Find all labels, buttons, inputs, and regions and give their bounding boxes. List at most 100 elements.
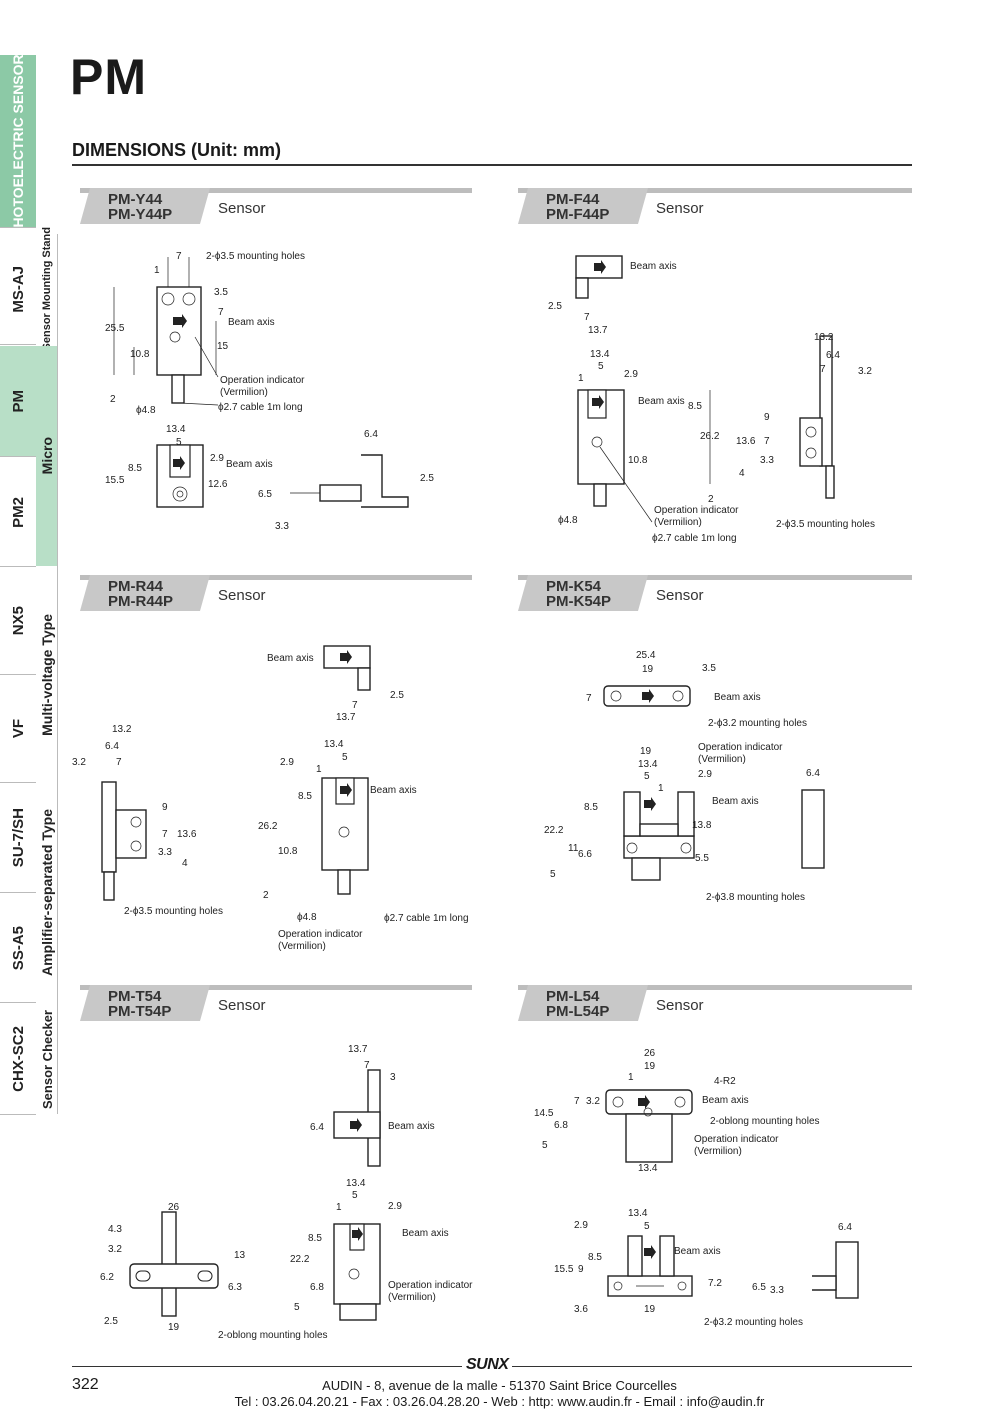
svg-text:2-ϕ3.8 mounting holes: 2-ϕ3.8 mounting holes: [706, 892, 805, 903]
page-title: PM: [70, 49, 147, 105]
svg-text:(Vermilion): (Vermilion): [698, 754, 746, 765]
svg-text:2.9: 2.9: [280, 757, 294, 768]
tab-su-7-sh[interactable]: SU-7/SH: [0, 784, 36, 893]
svg-text:13.4: 13.4: [638, 759, 658, 770]
svg-text:13.4: 13.4: [324, 739, 344, 750]
tab-pm[interactable]: PM: [0, 346, 36, 457]
svg-text:8.5: 8.5: [588, 1252, 602, 1263]
svg-text:7: 7: [218, 307, 224, 318]
svg-text:25.5: 25.5: [105, 323, 125, 334]
svg-text:Beam axis: Beam axis: [402, 1228, 449, 1239]
svg-text:6.5: 6.5: [752, 1282, 766, 1293]
svg-text:1: 1: [336, 1202, 342, 1213]
svg-text:3.6: 3.6: [574, 1304, 588, 1315]
svg-text:25.4: 25.4: [636, 650, 656, 661]
svg-text:5: 5: [294, 1302, 300, 1313]
tab-chx-sc2[interactable]: CHX-SC2: [0, 1004, 36, 1115]
svg-text:8.5: 8.5: [584, 802, 598, 813]
svg-text:Beam axis: Beam axis: [712, 796, 759, 807]
svg-text:13.4: 13.4: [638, 1163, 658, 1174]
svg-text:13.4: 13.4: [628, 1208, 648, 1219]
svg-text:2-oblong mounting holes: 2-oblong mounting holes: [218, 1330, 328, 1341]
tab-ss-a5[interactable]: SS-A5: [0, 894, 36, 1003]
svg-text:2.9: 2.9: [388, 1201, 402, 1212]
svg-text:12.6: 12.6: [208, 479, 228, 490]
svg-text:(Vermilion): (Vermilion): [694, 1146, 742, 1157]
svg-text:19: 19: [642, 664, 654, 675]
svg-text:2.5: 2.5: [390, 690, 404, 701]
svg-text:6.4: 6.4: [838, 1222, 852, 1233]
tab-pm2[interactable]: PM2: [0, 458, 36, 567]
svg-text:11: 11: [568, 843, 579, 854]
svg-text:2.5: 2.5: [420, 473, 434, 484]
svg-text:3.3: 3.3: [770, 1285, 784, 1296]
section-title: DIMENSIONS (Unit: mm): [72, 140, 281, 160]
svg-text:15.5: 15.5: [554, 1264, 574, 1275]
svg-text:2-ϕ3.5 mounting holes: 2-ϕ3.5 mounting holes: [206, 251, 305, 262]
tab-nx5[interactable]: NX5: [0, 568, 36, 675]
tab-photoelectric-sensors[interactable]: PHOTOELECTRIC SENSORS: [0, 45, 36, 237]
svg-text:26: 26: [644, 1048, 656, 1059]
svg-text:5: 5: [342, 752, 348, 763]
svg-text:6.4: 6.4: [826, 350, 840, 361]
svg-text:Operation indicator: Operation indicator: [654, 505, 739, 516]
svg-text:Operation indicator: Operation indicator: [698, 742, 783, 753]
svg-text:13.2: 13.2: [814, 332, 834, 343]
section-rule: [72, 164, 912, 166]
svg-text:2-ϕ3.2 mounting holes: 2-ϕ3.2 mounting holes: [704, 1317, 803, 1328]
svg-text:10.8: 10.8: [628, 455, 648, 466]
svg-text:5: 5: [352, 1190, 358, 1201]
svg-text:1: 1: [628, 1072, 634, 1083]
svg-text:8.5: 8.5: [688, 401, 702, 412]
svg-text:15.5: 15.5: [105, 475, 125, 486]
svg-text:4-R2: 4-R2: [714, 1076, 736, 1087]
svg-text:9: 9: [578, 1264, 584, 1275]
svg-text:(Vermilion): (Vermilion): [654, 517, 702, 528]
svg-text:2-ϕ3.2 mounting holes: 2-ϕ3.2 mounting holes: [708, 718, 807, 729]
tab-ms-aj[interactable]: MS-AJ: [0, 234, 36, 345]
svg-text:2.9: 2.9: [624, 369, 638, 380]
svg-text:ϕ2.7 cable 1m long: ϕ2.7 cable 1m long: [652, 533, 737, 544]
svg-text:Operation indicator: Operation indicator: [388, 1280, 473, 1291]
svg-text:6.2: 6.2: [100, 1272, 114, 1283]
svg-text:5: 5: [644, 1221, 650, 1232]
sunx-logo: SUNX: [462, 1356, 513, 1374]
svg-text:8.5: 8.5: [298, 791, 312, 802]
svg-text:6.5: 6.5: [258, 489, 272, 500]
group-micro: Micro: [36, 346, 58, 566]
svg-text:13.6: 13.6: [177, 829, 197, 840]
svg-text:26: 26: [168, 1202, 180, 1213]
svg-text:13.7: 13.7: [348, 1044, 368, 1055]
svg-text:Operation indicator: Operation indicator: [278, 929, 363, 940]
svg-text:13.2: 13.2: [112, 724, 132, 735]
svg-text:Beam axis: Beam axis: [638, 396, 685, 407]
footer-contact: Tel : 03.26.04.20.21 - Fax : 03.26.04.28…: [234, 1394, 765, 1409]
svg-text:Operation indicator: Operation indicator: [220, 375, 305, 386]
svg-text:2.9: 2.9: [698, 769, 712, 780]
svg-text:2-ϕ3.5 mounting holes: 2-ϕ3.5 mounting holes: [776, 519, 875, 530]
svg-text:6.3: 6.3: [228, 1282, 242, 1293]
svg-text:3.3: 3.3: [760, 455, 774, 466]
svg-text:15: 15: [217, 341, 229, 352]
svg-text:5: 5: [644, 771, 650, 782]
svg-text:7: 7: [584, 312, 590, 323]
svg-text:5: 5: [598, 361, 604, 372]
svg-text:6.6: 6.6: [578, 849, 592, 860]
svg-text:7.2: 7.2: [708, 1278, 722, 1289]
svg-text:26.2: 26.2: [700, 431, 720, 442]
svg-text:19: 19: [644, 1061, 656, 1072]
tab-vf[interactable]: VF: [0, 676, 36, 783]
svg-text:3.2: 3.2: [72, 757, 86, 768]
page-number: 322: [72, 1376, 99, 1393]
svg-text:2.9: 2.9: [210, 453, 224, 464]
svg-text:6.8: 6.8: [310, 1282, 324, 1293]
svg-text:19: 19: [644, 1304, 656, 1315]
svg-text:3.5: 3.5: [702, 663, 716, 674]
